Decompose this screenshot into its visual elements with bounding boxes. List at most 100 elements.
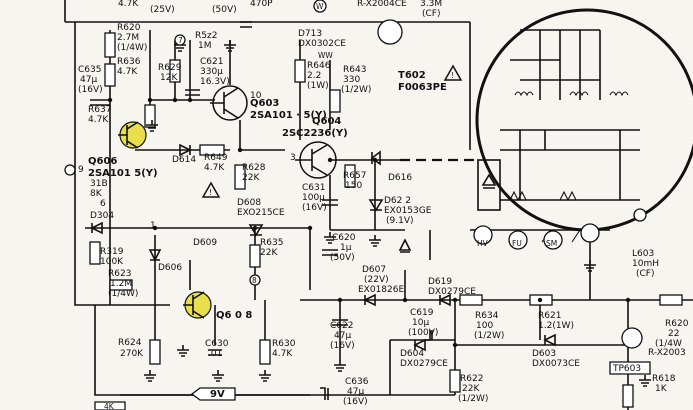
label-c619-value: 10μ	[412, 318, 429, 328]
warning-triangle-icon: ! !	[201, 64, 463, 198]
label-r635-value: 22K	[260, 248, 278, 258]
label-r628: R628	[242, 163, 266, 173]
label-r623-watt: (1/4W)	[108, 289, 138, 299]
label-r620b-value: 22	[668, 329, 679, 339]
label-r630: R630	[272, 339, 296, 349]
label-d606: D606	[158, 263, 182, 273]
label-d713: D713	[298, 29, 322, 39]
svg-text:!: !	[209, 188, 212, 197]
label-top-4k7: 4.7K	[118, 0, 139, 9]
label-c622-watt: (16V)	[330, 341, 355, 351]
label-r637: R637	[88, 105, 111, 115]
label-d607-watt: EX01826E	[358, 285, 404, 295]
label-q606: Q606	[88, 156, 117, 167]
label-c635: C635	[78, 65, 101, 75]
label-c635-value: 47μ	[80, 75, 97, 85]
label-r624: R624	[118, 338, 142, 348]
label-r319: R319	[100, 247, 124, 257]
label-q606-c: 8K	[90, 189, 103, 199]
label-r646: R646	[307, 61, 331, 71]
label-r634-value: 100	[476, 321, 493, 331]
voltage-tag-9v	[94, 361, 651, 410]
label-r620-value: 2.7M	[117, 33, 139, 43]
transistor-q606	[118, 121, 147, 149]
transistor-q603	[210, 85, 248, 121]
label-r621: R621	[538, 311, 561, 321]
label-c622: C622	[330, 321, 353, 331]
label-q603-value: 2SA101 · 5(Y)	[250, 110, 327, 121]
label-num3: 3	[290, 153, 296, 163]
label-d62-watt: (9.1V)	[386, 216, 414, 226]
label-t602: T602	[398, 70, 426, 81]
label-num8: 8	[252, 276, 257, 285]
label-r637-value: 4.7K	[88, 115, 109, 125]
label-r636-value: 4.7K	[117, 67, 138, 77]
label-r630-value: 4.7K	[272, 349, 293, 359]
label-d607-value: (22V)	[364, 275, 389, 285]
label-fu: FU	[512, 239, 522, 248]
label-d62: D62 2	[384, 196, 411, 206]
label-num7: 7	[178, 36, 183, 45]
label-c621-watt: 16.3V)	[200, 77, 230, 87]
label-9v: 9V	[210, 389, 225, 400]
label-num1: 1	[150, 221, 156, 231]
label-top-25v: (25V)	[150, 5, 175, 15]
label-q606-b: 31B	[90, 179, 108, 189]
label-r621-value: 1.2(1W)	[538, 321, 574, 331]
label-r646-watt: (1W)	[307, 81, 329, 91]
label-tp603: TP603	[612, 364, 641, 374]
label-d607: D607	[362, 265, 386, 275]
label-d616: D616	[388, 173, 412, 183]
label-d713-value: DX0302CE	[298, 39, 346, 49]
flyback-transformer-t602	[470, 8, 693, 243]
label-r622t-value: 1M	[198, 41, 212, 51]
label-r643-watt: (1/2W)	[341, 85, 371, 95]
label-r620b-watt: (1/4W	[655, 339, 682, 349]
label-r636: R636	[117, 57, 141, 67]
label-d603-value: DX0073CE	[532, 359, 580, 369]
label-c631-value: 100μ	[302, 193, 325, 203]
label-t602-value: F0063PE	[398, 82, 447, 93]
capacitors	[90, 21, 433, 400]
label-d614: D614	[172, 155, 196, 165]
label-r649: R649	[204, 153, 228, 163]
label-r629-value: 12K	[160, 73, 178, 83]
label-num9: 9	[78, 165, 84, 175]
label-r643-value: 330	[343, 75, 360, 85]
label-sm: SM	[546, 239, 557, 248]
label-r319-value: 100K	[100, 257, 124, 267]
label-d62-value: EX0153GE	[384, 206, 432, 216]
ground-icon	[144, 40, 651, 387]
label-d608-value: EXO215CE	[237, 208, 285, 218]
label-q604-value: 2SC2236(Y)	[282, 128, 348, 139]
label-r620: R620	[117, 23, 141, 33]
label-c620: C620	[332, 233, 356, 243]
label-d619: D619	[428, 277, 452, 287]
label-r623-value: 1.2M	[110, 279, 132, 289]
label-top-33m: 3.3M	[420, 0, 442, 9]
label-d604-value: DX0279CE	[400, 359, 448, 369]
label-c636-watt: (16V)	[343, 397, 368, 407]
label-c630-value: .01	[208, 349, 222, 359]
label-c636-value: 47μ	[347, 387, 364, 397]
label-r620b: R620	[665, 319, 689, 329]
label-r634: R634	[475, 311, 499, 321]
label-rx2003: R-X2003	[648, 348, 686, 358]
label-r618: R618	[652, 374, 676, 384]
label-r628-value: 22K	[242, 173, 260, 183]
label-r622-watt: (1/2W)	[458, 394, 488, 404]
label-c621-value: 330μ	[200, 67, 223, 77]
label-top-rx: R-X2004CE	[357, 0, 407, 9]
label-c631-watt: (16V)	[302, 203, 327, 213]
label-top-w: W	[316, 2, 324, 11]
label-q608: Q6 0 8	[216, 310, 252, 321]
label-ww: WW	[318, 51, 333, 60]
label-c630: C630	[205, 339, 229, 349]
label-q606-value: 2SA101 5(Y)	[88, 168, 158, 179]
label-r635: R635	[260, 238, 283, 248]
label-r623: R623	[108, 269, 131, 279]
label-r649-value: 4.7K	[204, 163, 225, 173]
label-c622-value: 47μ	[334, 331, 351, 341]
label-r620-watt: (1/4W)	[117, 43, 147, 53]
label-c620-watt: (50V)	[330, 253, 355, 263]
